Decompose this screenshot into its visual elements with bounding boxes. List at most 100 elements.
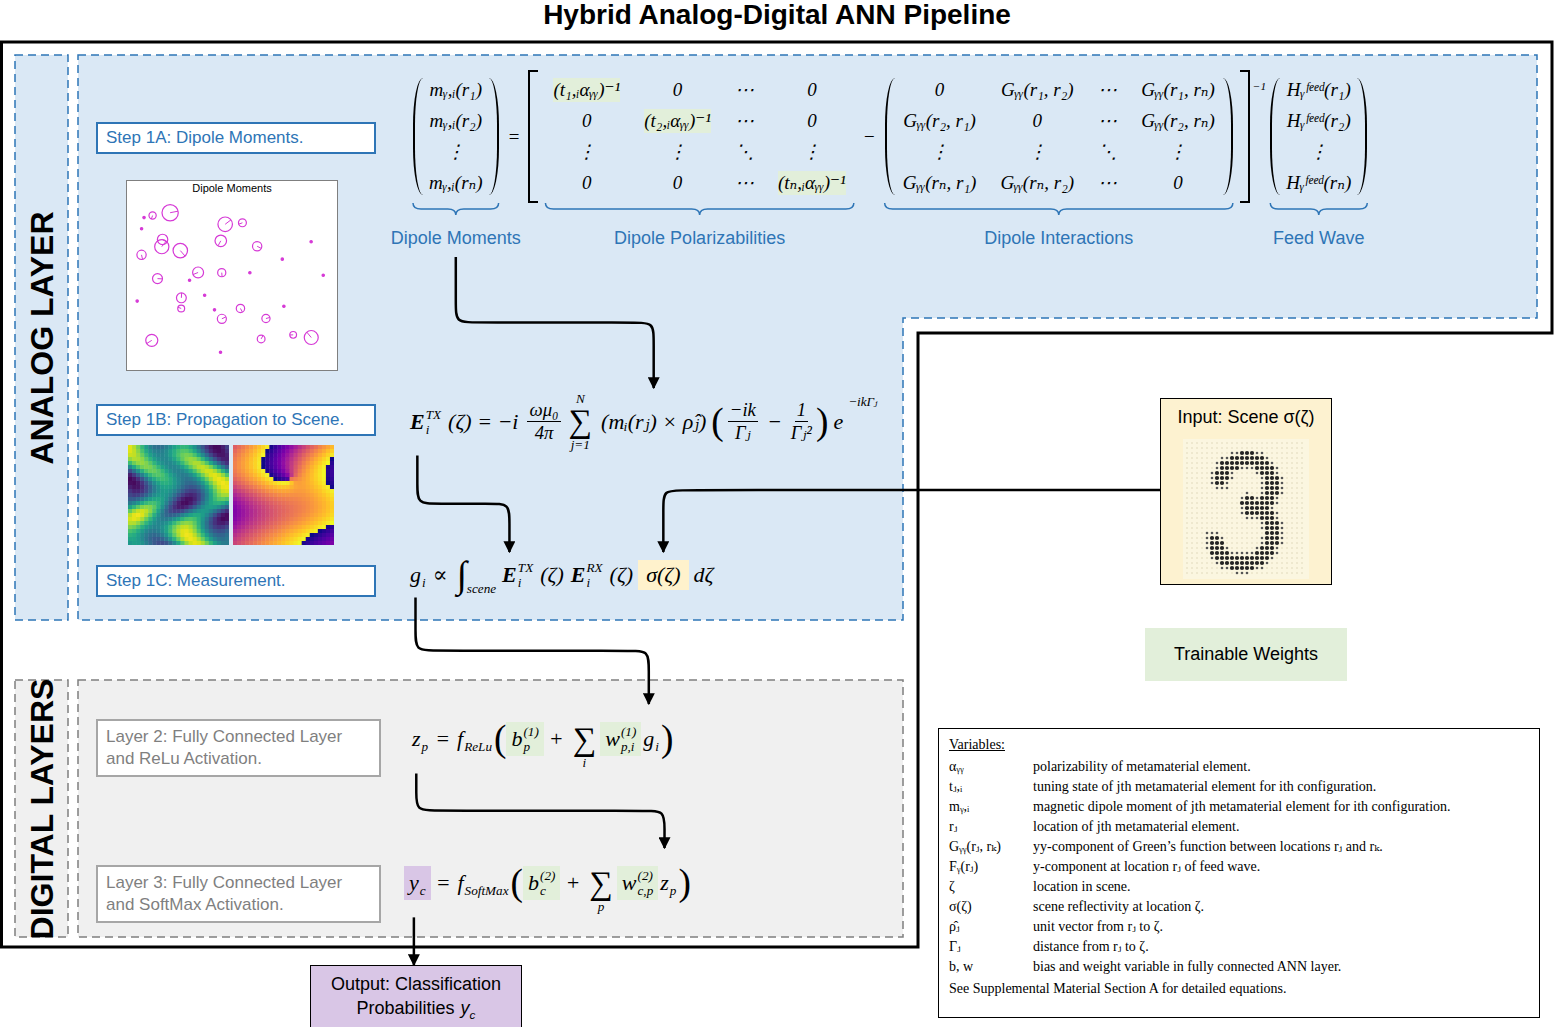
field-pixel <box>245 457 249 461</box>
field-pixel <box>273 533 277 537</box>
left-bracket <box>528 70 538 203</box>
field-pixel <box>225 525 229 529</box>
field-pixel <box>168 509 172 513</box>
dipole <box>281 258 283 260</box>
field-pixel <box>197 505 201 509</box>
field-pixel <box>213 493 217 497</box>
field-pixel <box>217 453 221 457</box>
field-pixel <box>269 473 273 477</box>
field-pixel <box>201 465 205 469</box>
scene-dot <box>1250 556 1254 560</box>
field-pixel <box>281 445 285 449</box>
field-pixel <box>160 485 164 489</box>
trainable-highlight: σ(ζ) <box>638 560 688 590</box>
field-pixel <box>144 449 148 453</box>
field-pixel <box>241 445 245 449</box>
brace-label: Dipole Interactions <box>984 227 1133 249</box>
field-pixel <box>269 477 273 481</box>
math-script: ETXi <box>410 407 441 437</box>
field-pixel <box>225 517 229 521</box>
field-pixel <box>281 449 285 453</box>
field-pixel <box>172 445 176 449</box>
connector-arrow <box>413 917 416 965</box>
scene-dot <box>1231 492 1232 493</box>
field-pixel <box>302 489 306 493</box>
field-pixel <box>132 521 136 525</box>
right-parenthesis <box>489 78 499 195</box>
field-pixel <box>140 513 144 517</box>
field-pixel <box>310 513 314 517</box>
scene-dot <box>1261 537 1264 540</box>
field-pixel <box>249 525 253 529</box>
field-pixel <box>310 457 314 461</box>
scene-dot <box>1265 536 1269 540</box>
field-pixel <box>225 505 229 509</box>
field-pixel <box>261 469 265 473</box>
vector-entry: mᵧ,ᵢ(r₁) <box>430 78 483 102</box>
field-pixel <box>221 461 225 465</box>
field-pixel <box>221 449 225 453</box>
field-pixel <box>322 497 326 501</box>
field-pixel <box>249 473 253 477</box>
dipole <box>188 279 190 281</box>
scene-dot <box>1270 476 1274 480</box>
field-pixel <box>281 537 285 541</box>
scene-dot <box>1271 567 1272 568</box>
field-pixel <box>265 477 269 481</box>
field-pixel <box>136 477 140 481</box>
scene-dot <box>1246 467 1249 470</box>
field-pixel <box>290 537 294 541</box>
field-pixel <box>330 525 334 529</box>
scene-dot <box>1196 527 1197 528</box>
scene-dot <box>1245 566 1249 570</box>
field-pixel <box>172 449 176 453</box>
field-pixel <box>241 477 245 481</box>
field-pixel <box>241 473 245 477</box>
field-pixel <box>152 477 156 481</box>
scene-dot <box>1261 452 1264 455</box>
field-pixel <box>213 521 217 525</box>
field-pixel <box>322 465 326 469</box>
field-pixel <box>261 457 265 461</box>
scene-dot <box>1235 466 1239 470</box>
field-pixel <box>318 517 322 521</box>
field-pixel <box>298 457 302 461</box>
matrix-entry: ⋮ <box>577 140 596 164</box>
scene-dot <box>1260 461 1264 465</box>
scene-dot <box>1225 461 1229 465</box>
dipole <box>215 235 227 247</box>
field-pixel <box>156 445 160 449</box>
field-pixel <box>233 493 237 497</box>
field-pixel <box>277 485 281 489</box>
field-pixel <box>306 481 310 485</box>
field-pixel <box>273 513 277 517</box>
field-pixel <box>209 473 213 477</box>
field-pixel <box>172 533 176 537</box>
scene-dot <box>1251 527 1252 528</box>
field-pixel <box>241 449 245 453</box>
scene-dot <box>1236 512 1237 513</box>
analog-band <box>78 55 1537 620</box>
field-pixel <box>277 493 281 497</box>
dipole-circle <box>149 212 156 219</box>
field-pixel <box>294 445 298 449</box>
field-pixel <box>181 537 185 541</box>
field-pixel <box>193 461 197 465</box>
field-pixel <box>197 541 201 545</box>
scene-dot <box>1265 526 1269 530</box>
fraction: −ikΓⱼ <box>728 399 758 445</box>
field-pixel <box>213 489 217 493</box>
field-pixel <box>221 517 225 521</box>
field-pixel <box>237 485 241 489</box>
field-pixel <box>225 489 229 493</box>
field-pixel <box>318 461 322 465</box>
field-pixel <box>176 453 180 457</box>
field-pixel <box>205 461 209 465</box>
scene-dot <box>1260 546 1264 550</box>
field-pixel <box>322 517 326 521</box>
dipole-circle <box>140 228 142 230</box>
field-pixel <box>144 525 148 529</box>
matrix: (t₁,ᵢαᵧᵧ)⁻¹0⋯00(t₂,ᵢαᵧᵧ)⁻¹⋯0⋮⋮⋱⋮00⋯(tₙ,ᵢ… <box>545 78 853 195</box>
scene-dot <box>1191 482 1192 483</box>
field-pixel <box>318 541 322 545</box>
